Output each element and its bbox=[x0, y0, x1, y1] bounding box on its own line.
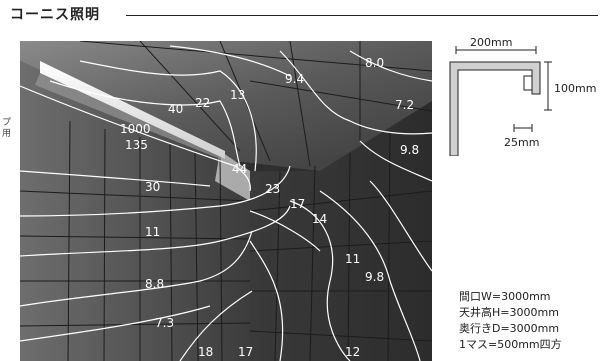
iso-label: 135 bbox=[125, 138, 148, 152]
height-dimension-label: 100mm bbox=[554, 82, 596, 95]
iso-label: 44 bbox=[232, 162, 247, 176]
spec-ceiling-height: 天井高H=3000mm bbox=[459, 306, 559, 319]
spec-grid-size: 1マス=500mm四方 bbox=[459, 338, 562, 351]
iso-label: 12 bbox=[345, 345, 360, 359]
iso-label: 18 bbox=[198, 345, 213, 359]
iso-label: 17 bbox=[238, 345, 253, 359]
iso-label: 9.4 bbox=[285, 72, 304, 86]
illuminance-render: 8.0 9.4 13 22 40 7.2 1000 135 9.8 44 30 … bbox=[20, 41, 432, 361]
iso-label: 22 bbox=[195, 96, 210, 110]
iso-label: 8.0 bbox=[365, 56, 384, 70]
iso-label: 7.2 bbox=[395, 98, 414, 112]
right-wall bbox=[250, 101, 432, 361]
iso-label: 13 bbox=[230, 88, 245, 102]
cornice-light bbox=[40, 61, 225, 159]
side-note-line: プ bbox=[1, 118, 11, 128]
cornice-section-diagram: 200mm 100mm 25mm bbox=[449, 36, 596, 156]
page-title: コーニス照明 bbox=[10, 7, 100, 23]
isolux-labels: 8.0 9.4 13 22 40 7.2 1000 135 9.8 44 30 … bbox=[120, 56, 419, 359]
side-note: プ 用 bbox=[0, 118, 11, 140]
spec-width: 間口W=3000mm bbox=[459, 290, 551, 303]
title-divider bbox=[126, 15, 598, 16]
cornice-profile bbox=[449, 61, 541, 156]
width-dimension-label: 200mm bbox=[470, 36, 512, 49]
iso-label: 17 bbox=[290, 197, 305, 211]
iso-label: 40 bbox=[168, 102, 183, 116]
iso-label: 14 bbox=[312, 212, 327, 226]
light-slot bbox=[523, 75, 533, 91]
slot-dimension-label: 25mm bbox=[504, 136, 539, 149]
iso-label: 7.3 bbox=[155, 316, 174, 330]
isolux-contours bbox=[20, 45, 432, 361]
iso-label: 8.8 bbox=[145, 277, 164, 291]
iso-label: 11 bbox=[345, 252, 360, 266]
side-note-line: 用 bbox=[1, 129, 11, 139]
room-specs: 間口W=3000mm 天井高H=3000mm 奥行きD=3000mm 1マス=5… bbox=[459, 289, 562, 353]
iso-label: 11 bbox=[145, 225, 160, 239]
iso-label: 30 bbox=[145, 180, 160, 194]
ceiling-surface bbox=[20, 41, 432, 171]
iso-label: 23 bbox=[265, 182, 280, 196]
left-wall bbox=[20, 61, 250, 361]
iso-label: 9.8 bbox=[400, 143, 419, 157]
iso-label: 1000 bbox=[120, 122, 151, 136]
spec-depth: 奥行きD=3000mm bbox=[459, 322, 560, 335]
iso-label: 9.8 bbox=[365, 270, 384, 284]
grid-lines bbox=[20, 41, 432, 361]
